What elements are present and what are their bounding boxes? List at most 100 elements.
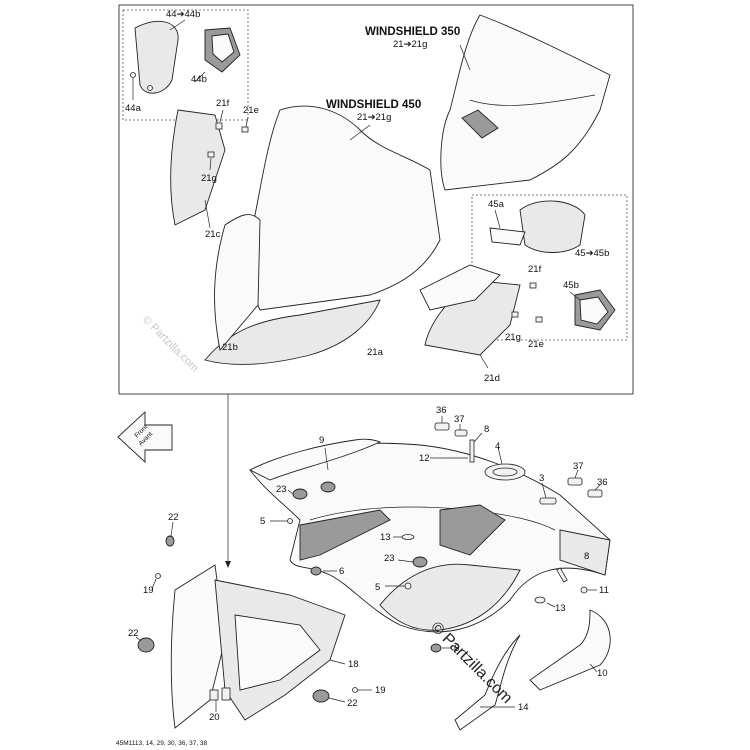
- callout-14: 14: [518, 702, 529, 713]
- lead-4: [497, 446, 503, 465]
- callout-21g-right: 21g: [505, 332, 521, 343]
- grommet-23-top-2: [320, 481, 336, 493]
- lead-ws350: [459, 44, 471, 71]
- hood-side-panel: [559, 529, 611, 576]
- callout-3: 3: [539, 473, 544, 484]
- lead-21d: [479, 354, 489, 369]
- screw-19-bottom: [352, 687, 358, 693]
- callout-23-mid: 23: [384, 553, 395, 564]
- lead-21g-left: [209, 157, 212, 171]
- callout-45-45b: 45➔45b: [575, 248, 609, 259]
- gauge-ring-4-inner: [492, 467, 518, 477]
- callout-22-mid: 22: [128, 628, 139, 639]
- callout-19-bottom: 19: [375, 685, 386, 696]
- latch-36-right: [587, 489, 603, 498]
- latch-36-top: [434, 422, 450, 431]
- fastener-13-mid: [534, 596, 546, 604]
- callout-21f-left: 21f: [216, 98, 230, 109]
- mirror-bracket-45b-detail: [579, 296, 609, 325]
- callout-45a: 45a: [488, 199, 505, 210]
- callout-13-top: 13: [380, 532, 391, 543]
- lead-22-bottom: [328, 697, 346, 703]
- callout-21c: 21c: [205, 229, 221, 240]
- callout-44b: 44b: [191, 74, 207, 85]
- heading-windshield-350: WINDSHIELD 350: [365, 26, 460, 38]
- lead-22-top: [170, 521, 174, 537]
- windshield-450-lower: [204, 299, 381, 366]
- screw-19-top: [155, 573, 161, 579]
- callout-12: 12: [419, 453, 430, 464]
- side-panel-10: [529, 609, 611, 691]
- nut-21e-right: [535, 316, 543, 323]
- callout-10: 10: [597, 668, 608, 679]
- lead-23-mid: [397, 559, 414, 563]
- callout-23-top: 23: [276, 484, 287, 495]
- washer-21f-left: [215, 122, 223, 130]
- windshield-450-edge: [214, 214, 261, 352]
- lead-44b: [194, 71, 206, 83]
- callout-8-top: 8: [484, 424, 489, 435]
- lead-ws450: [349, 124, 371, 141]
- lead-45b: [569, 291, 581, 301]
- washer-21g-left: [207, 151, 215, 158]
- lead-36-right: [594, 484, 601, 491]
- callout-6-top: 6: [339, 566, 344, 577]
- callout-44-44b: 44➔44b: [166, 9, 200, 20]
- mirror-glass-44: [134, 20, 179, 94]
- callout-8-mid: 8: [584, 551, 589, 562]
- lead-18: [329, 659, 346, 665]
- callout-36-top: 36: [436, 405, 447, 416]
- callout-22-bottom: 22: [347, 698, 358, 709]
- windshield-350-vent: [461, 109, 499, 139]
- washer-21g-right: [511, 311, 519, 318]
- pin-8-top: [469, 439, 475, 463]
- mirror-arm-45: [489, 227, 526, 246]
- bracket-panel-inner: [234, 614, 321, 691]
- part-3: [539, 497, 557, 505]
- callout-37-right: 37: [573, 461, 584, 472]
- lead-22-mid: [135, 636, 142, 642]
- clip-20-b: [221, 687, 231, 701]
- lead-21c: [204, 199, 211, 229]
- connector-arrowhead: [225, 561, 231, 568]
- lead-9: [324, 447, 329, 471]
- callout-36-right: 36: [597, 477, 608, 488]
- callout-4: 4: [495, 441, 500, 452]
- grommet-22-mid: [137, 637, 155, 653]
- latch-37-right: [567, 477, 583, 486]
- callout-37-top: 37: [454, 414, 465, 425]
- callout-45b: 45b: [563, 280, 579, 291]
- lead-23-top: [287, 489, 294, 495]
- callout-21b: 21b: [222, 342, 238, 353]
- callout-6-bottom: 6: [454, 643, 459, 654]
- mirror-glass-45: [519, 200, 586, 253]
- callout-9: 9: [319, 435, 324, 446]
- lead-21f-left: [219, 109, 224, 123]
- callout-21e-left: 21e: [243, 105, 259, 116]
- clip-20-a: [209, 689, 219, 701]
- callout-5-top: 5: [260, 516, 265, 527]
- callout-20: 20: [209, 712, 220, 723]
- lead-19-top: [151, 578, 157, 590]
- windshield-350-inner: [469, 94, 596, 106]
- mirror-bracket-detail: [211, 33, 235, 63]
- callout-11: 11: [599, 585, 609, 596]
- hood-inner-left: [299, 509, 391, 561]
- screw-5-mid: [404, 582, 412, 590]
- hood-shell: [249, 442, 611, 633]
- lead-37-right: [574, 469, 579, 479]
- windshield-450-panel: [250, 105, 441, 311]
- footer-reference: 45M1113, 14, 29, 30, 36, 37, 38: [116, 740, 208, 747]
- grommet-22-top: [165, 535, 175, 547]
- side-panel-14: [454, 634, 521, 731]
- deflector-left-21c: [170, 109, 226, 226]
- callout-21d: 21d: [484, 373, 500, 384]
- heading-windshield-350-range: 21➔21g: [393, 39, 427, 50]
- lead-13-mid: [546, 602, 556, 608]
- callout-5-mid: 5: [375, 582, 380, 593]
- pin-8-mid: [556, 567, 568, 583]
- watermark-small: © Partzilla.com: [140, 314, 201, 375]
- front-direction-arrow-icon: [117, 410, 173, 464]
- lead-45a: [494, 209, 501, 229]
